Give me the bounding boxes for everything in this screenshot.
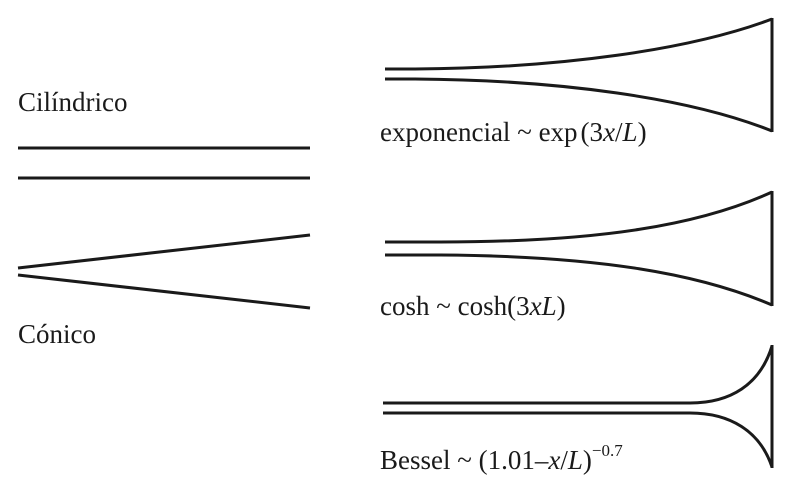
exponential-label: exponencial ~ exp(3x/L): [380, 117, 647, 147]
cosh-label: cosh ~ cosh(3xL): [380, 291, 566, 321]
bessel-top-wall: [383, 345, 774, 405]
conical-top-wall: [17, 233, 311, 270]
cylindrical-label: Cilíndrico: [18, 87, 128, 117]
bessel-bottom-wall: [383, 411, 774, 468]
exponential-bottom-wall: [385, 77, 773, 133]
conical-profile: Cónico: [17, 233, 311, 349]
cosh-bottom-wall: [385, 253, 773, 307]
cosh-profile: cosh ~ cosh(3xL): [380, 190, 774, 321]
conical-label: Cónico: [18, 319, 96, 349]
exponential-profile: exponencial ~ exp(3x/L): [380, 17, 774, 147]
bessel-profile: Bessel ~ (1.01–x/L)−0.7: [380, 345, 774, 475]
exponential-top-wall: [385, 17, 773, 71]
conical-bottom-wall: [17, 273, 311, 310]
bessel-label: Bessel ~ (1.01–x/L)−0.7: [380, 441, 623, 475]
cylindrical-profile: Cilíndrico: [18, 87, 310, 180]
cosh-top-wall: [385, 190, 773, 244]
